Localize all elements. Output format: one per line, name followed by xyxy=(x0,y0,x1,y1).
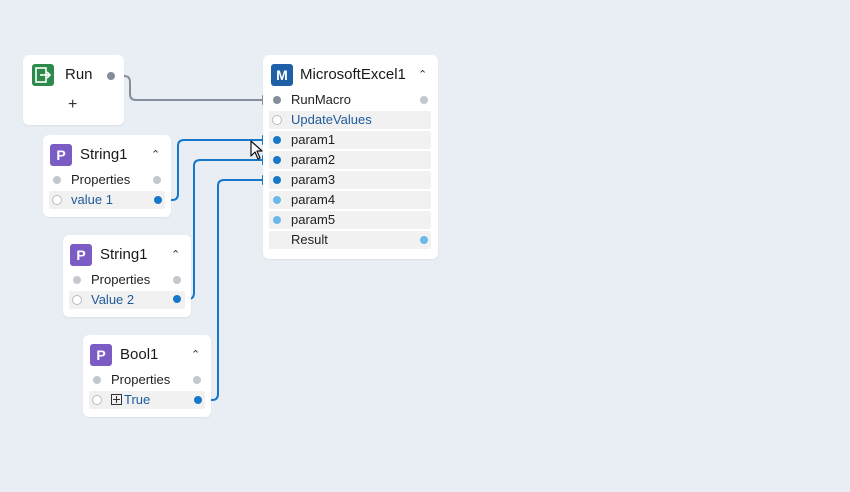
bool1-value-text: True xyxy=(124,392,151,407)
string1a-value-out-port[interactable] xyxy=(154,196,162,204)
string1-node-b[interactable]: P String1 ⌃ Properties Value 2 xyxy=(63,235,191,317)
bool1-properties-row[interactable]: Properties xyxy=(89,371,205,389)
chevron-up-icon[interactable]: ⌃ xyxy=(418,69,428,81)
string1b-value-field[interactable]: Value 2 xyxy=(91,292,135,307)
result-out-port[interactable] xyxy=(420,236,428,244)
exit-icon xyxy=(32,64,54,86)
port-runmacro[interactable]: RunMacro xyxy=(269,91,431,109)
param3-label: param3 xyxy=(291,172,336,187)
param1-label: param1 xyxy=(291,132,336,147)
bool1-value-field[interactable]: True xyxy=(111,391,150,409)
port-param2[interactable]: param2 xyxy=(269,151,431,169)
chevron-up-icon[interactable]: ⌃ xyxy=(171,249,181,261)
string1-node-a[interactable]: P String1 ⌃ Properties value 1 xyxy=(43,135,171,217)
string1a-props-in-port[interactable] xyxy=(53,176,61,184)
string1a-value-field[interactable]: value 1 xyxy=(71,192,113,207)
param4-label: param4 xyxy=(291,192,336,207)
param4-in-port[interactable] xyxy=(273,196,281,204)
string1b-title: String1 xyxy=(100,246,148,263)
bool1-value-row[interactable]: True xyxy=(89,391,205,409)
runmacro-in-port[interactable] xyxy=(273,96,281,104)
bool1-props-out-port[interactable] xyxy=(193,376,201,384)
string1a-badge: P xyxy=(50,144,72,166)
param5-in-port[interactable] xyxy=(273,216,281,224)
port-param1[interactable]: param1 xyxy=(269,131,431,149)
bool1-value-in-port[interactable] xyxy=(92,395,102,405)
run-title: Run xyxy=(65,66,93,83)
updatevalues-in-port[interactable] xyxy=(272,115,282,125)
param2-in-port[interactable] xyxy=(273,156,281,164)
runmacro-label: RunMacro xyxy=(291,92,351,107)
run-output-port[interactable] xyxy=(107,72,115,80)
excel-title: MicrosoftExcel1 xyxy=(300,66,406,83)
param5-label: param5 xyxy=(291,212,336,227)
port-param5[interactable]: param5 xyxy=(269,211,431,229)
result-label: Result xyxy=(291,232,328,247)
pointer-icon xyxy=(250,140,263,160)
string1a-properties-row[interactable]: Properties xyxy=(49,171,165,189)
expand-icon[interactable] xyxy=(111,394,122,405)
string1b-props-label: Properties xyxy=(91,272,151,287)
add-button[interactable]: + xyxy=(68,96,78,113)
string1a-value-in-port[interactable] xyxy=(52,195,62,205)
string1b-props-in-port[interactable] xyxy=(73,276,81,284)
wire-run-to-runmacro[interactable] xyxy=(111,75,270,101)
updatevalues-label: UpdateValues xyxy=(291,112,372,127)
string1b-value-row[interactable]: Value 2 xyxy=(69,291,185,309)
string1a-title: String1 xyxy=(80,146,128,163)
bool1-badge: P xyxy=(90,344,112,366)
string1b-badge: P xyxy=(70,244,92,266)
string1a-value-row[interactable]: value 1 xyxy=(49,191,165,209)
bool1-node[interactable]: P Bool1 ⌃ Properties True xyxy=(83,335,211,417)
chevron-up-icon[interactable]: ⌃ xyxy=(191,349,201,361)
param1-in-port[interactable] xyxy=(273,136,281,144)
string1a-props-out-port[interactable] xyxy=(153,176,161,184)
string1b-value-out-port[interactable] xyxy=(173,295,181,303)
port-param3[interactable]: param3 xyxy=(269,171,431,189)
param3-in-port[interactable] xyxy=(273,176,281,184)
excel-badge: M xyxy=(271,64,293,86)
string1b-properties-row[interactable]: Properties xyxy=(69,271,185,289)
excel-node[interactable]: M MicrosoftExcel1 ⌃ RunMacro UpdateValue… xyxy=(263,55,438,259)
string1b-props-out-port[interactable] xyxy=(173,276,181,284)
string1b-value-in-port[interactable] xyxy=(72,295,82,305)
port-param4[interactable]: param4 xyxy=(269,191,431,209)
port-updatevalues[interactable]: UpdateValues xyxy=(269,111,431,129)
run-node[interactable]: Run + xyxy=(23,55,124,125)
chevron-up-icon[interactable]: ⌃ xyxy=(151,149,161,161)
bool1-props-label: Properties xyxy=(111,372,171,387)
bool1-value-out-port[interactable] xyxy=(194,396,202,404)
runmacro-out-port[interactable] xyxy=(420,96,428,104)
bool1-title: Bool1 xyxy=(120,346,159,363)
param2-label: param2 xyxy=(291,152,336,167)
bool1-props-in-port[interactable] xyxy=(93,376,101,384)
string1a-props-label: Properties xyxy=(71,172,131,187)
port-result[interactable]: Result xyxy=(269,231,431,249)
